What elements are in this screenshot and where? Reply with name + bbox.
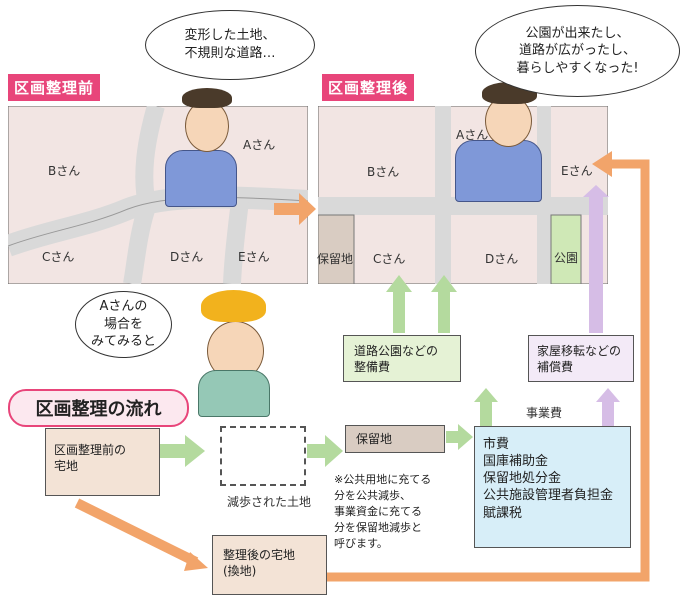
reduced-land-outline (220, 426, 306, 486)
funding-item: 保留地処分金 (483, 471, 562, 487)
before-land-box: 区画整理前の 宅地 (45, 428, 160, 496)
before-to-after-arrow (274, 193, 316, 225)
project-cost-label: 事業費 (526, 406, 563, 420)
funding-item: 公共施設管理者負担金 (483, 488, 614, 504)
flow-title: 区画整理の流れ (8, 389, 189, 427)
road-park-cost-box: 道路公園などの 整備費 (343, 335, 461, 382)
after-park-label: 公園 (554, 251, 579, 265)
before-owner-a: Aさん (243, 138, 276, 152)
after-label: 区画整理後 (322, 74, 415, 101)
funding-item: 賦課税 (483, 505, 523, 521)
after-owner-e: Eさん (561, 164, 593, 178)
after-owner-d: Dさん (485, 252, 519, 266)
after-thought-bubble: 公園が出来たし、 道路が広がったし、 暮らしやすくなった! (475, 5, 680, 97)
after-land-box: 整理後の宅地 (換地) (212, 535, 327, 595)
before-owner-b: Bさん (48, 164, 81, 178)
after-owner-b: Bさん (367, 165, 400, 179)
reduction-note: ※公共用地に充てる 分を公共減歩、 事業資金に充てる 分を保留地減歩と 呼びます… (334, 473, 432, 550)
reserved-land-box: 保留地 (345, 425, 445, 453)
relocation-cost-box: 家屋移転などの 補償費 (528, 335, 634, 382)
before-label: 区画整理前 (8, 74, 101, 101)
reduced-land-label: 減歩された土地 (227, 495, 312, 509)
before-map (8, 106, 308, 284)
after-reserved-land-label: 保留地 (317, 252, 354, 266)
after-owner-c: Cさん (373, 252, 406, 266)
funding-item: 国庫補助金 (483, 454, 549, 470)
before-thought-bubble: 変形した土地、 不規則な道路… (145, 10, 315, 80)
before-owner-e: Eさん (238, 250, 270, 264)
before-owner-c: Cさん (42, 250, 75, 264)
funding-item: 市費 (483, 437, 510, 452)
before-owner-d: Dさん (170, 250, 204, 264)
after-owner-a: Aさん (456, 128, 489, 142)
funding-box: 市費 国庫補助金 保留地処分金 公共施設管理者負担金 賦課税 (474, 426, 631, 548)
guide-speech-bubble: Aさんの 場合を みてみると (75, 291, 172, 358)
